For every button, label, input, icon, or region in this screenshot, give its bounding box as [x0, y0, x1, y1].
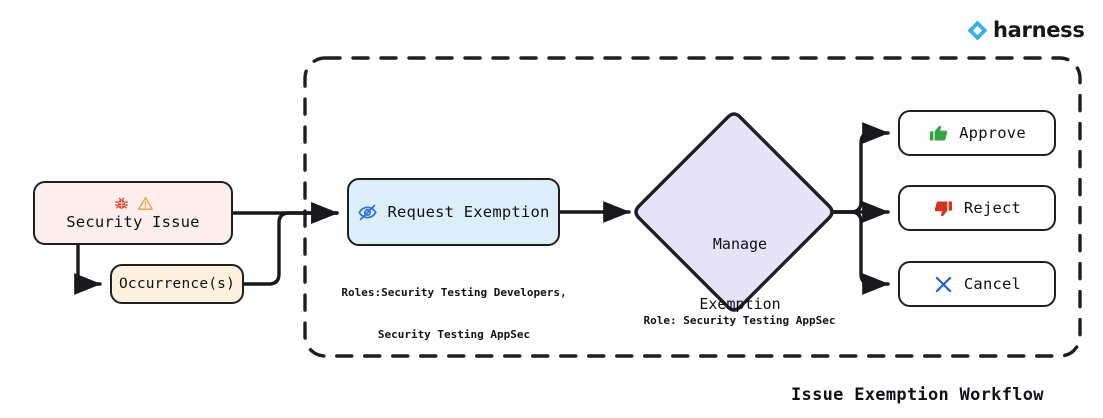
request-exemption-caption-line2: Security Testing AppSec: [377, 328, 531, 341]
manage-exemption-label-line2: Exemption: [699, 295, 781, 313]
thumbs-up-icon: [928, 123, 949, 144]
eye-slash-icon: [357, 202, 378, 223]
node-reject[interactable]: Reject: [898, 185, 1056, 231]
security-issue-icons: [113, 195, 154, 212]
node-manage-exemption-shape[interactable]: [634, 112, 834, 312]
harness-logo-text: harness: [993, 18, 1085, 42]
node-approve[interactable]: Approve: [898, 110, 1056, 156]
occurrences-label: Occurrence(s): [118, 276, 236, 292]
manage-exemption-label: Manage Exemption: [658, 194, 822, 354]
harness-diamond-logo-icon: [967, 20, 988, 40]
harness-logo: harness: [966, 18, 1085, 42]
warning-triangle-icon: [137, 196, 153, 210]
approve-label: Approve: [959, 124, 1026, 142]
thumbs-down-icon: [933, 198, 954, 219]
manage-exemption-label-line1: Manage: [712, 235, 768, 253]
request-exemption-caption: Roles:Security Testing Developers, Secur…: [330, 258, 578, 370]
edge-manage-to-approve: [830, 122, 890, 214]
workflow-boundary: [303, 56, 1082, 358]
edge-occurrence-to-request: [242, 202, 339, 286]
security-issue-label: Security Issue: [66, 213, 200, 231]
node-occurrences[interactable]: Occurrence(s): [110, 264, 244, 304]
edge-security-to-occurrence: [74, 243, 102, 295]
manage-exemption-caption: Role: Security Testing AppSec: [643, 314, 836, 327]
workflow-title: Issue Exemption Workflow: [791, 385, 1044, 405]
node-request-exemption[interactable]: Request Exemption: [347, 178, 560, 246]
node-security-issue[interactable]: Security Issue: [33, 181, 233, 245]
cancel-label: Cancel: [963, 275, 1022, 293]
request-exemption-caption-line1: Roles:Security Testing Developers,: [341, 286, 567, 299]
reject-label: Reject: [963, 199, 1022, 217]
request-exemption-label: Request Exemption: [387, 203, 550, 221]
cross-x-icon: [933, 274, 954, 295]
node-cancel[interactable]: Cancel: [898, 261, 1056, 307]
edge-manage-to-cancel: [830, 210, 890, 295]
bug-icon: [114, 197, 128, 209]
